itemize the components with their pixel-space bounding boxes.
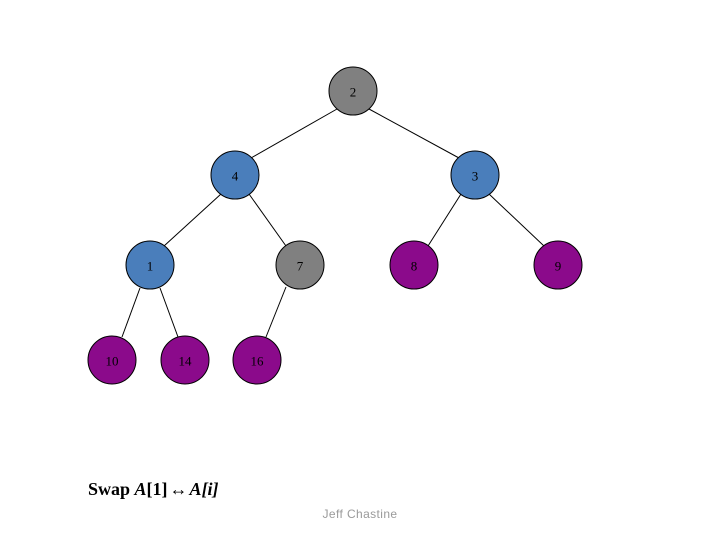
swap-arrow-icon: ↔ — [169, 479, 188, 499]
swap-caption: Swap A[1]↔A[i] — [88, 479, 219, 500]
tree-edges-group — [121, 108, 545, 338]
tree-node-label: 16 — [251, 354, 265, 369]
tree-node-label: 10 — [106, 354, 119, 369]
tree-node-circle[interactable] — [87, 335, 137, 385]
tree-edge — [265, 286, 287, 338]
tree-node[interactable]: 8 — [389, 240, 439, 290]
tree-node-circle[interactable] — [389, 240, 439, 290]
tree-node-circle[interactable] — [275, 240, 325, 290]
tree-node-circle[interactable] — [450, 150, 500, 200]
tree-node[interactable]: 3 — [450, 150, 500, 200]
caption-prefix: Swap — [88, 479, 135, 499]
tree-nodes-group: 2 4 3 1 7 8 9 10 14 16 — [87, 66, 583, 385]
tree-node[interactable]: 1 — [125, 240, 175, 290]
tree-node-circle[interactable] — [125, 240, 175, 290]
tree-node-circle[interactable] — [328, 66, 378, 116]
tree-node-circle[interactable] — [232, 335, 282, 385]
tree-node[interactable]: 16 — [232, 335, 282, 385]
tree-edge — [368, 108, 460, 159]
tree-edge — [427, 193, 462, 247]
tree-edge — [248, 193, 287, 247]
tree-edge — [163, 193, 222, 247]
tree-edge — [250, 108, 338, 159]
tree-node[interactable]: 4 — [210, 150, 260, 200]
tree-node-label: 3 — [472, 169, 479, 184]
tree-node-circle[interactable] — [533, 240, 583, 290]
caption-array-a: A — [134, 479, 147, 499]
tree-node-label: 1 — [147, 259, 154, 274]
tree-node-label: 8 — [411, 259, 418, 274]
caption-array-b: A — [189, 479, 202, 499]
tree-node[interactable]: 14 — [160, 335, 210, 385]
tree-node-label: 9 — [555, 259, 562, 274]
caption-index-i: [i] — [201, 479, 219, 499]
author-attribution: Jeff Chastine — [322, 507, 398, 521]
tree-node[interactable]: 7 — [275, 240, 325, 290]
tree-node-circle[interactable] — [160, 335, 210, 385]
tree-node-label: 2 — [350, 85, 357, 100]
caption-index-one: [1] — [146, 479, 168, 499]
tree-node-label: 4 — [232, 169, 239, 184]
tree-node[interactable]: 9 — [533, 240, 583, 290]
tree-node[interactable]: 2 — [328, 66, 378, 116]
tree-node-label: 14 — [179, 354, 193, 369]
tree-node[interactable]: 10 — [87, 335, 137, 385]
tree-edge — [488, 193, 545, 247]
tree-edge — [121, 287, 141, 338]
tree-node-label: 7 — [297, 259, 304, 274]
tree-node-circle[interactable] — [210, 150, 260, 200]
tree-edge — [159, 287, 179, 338]
